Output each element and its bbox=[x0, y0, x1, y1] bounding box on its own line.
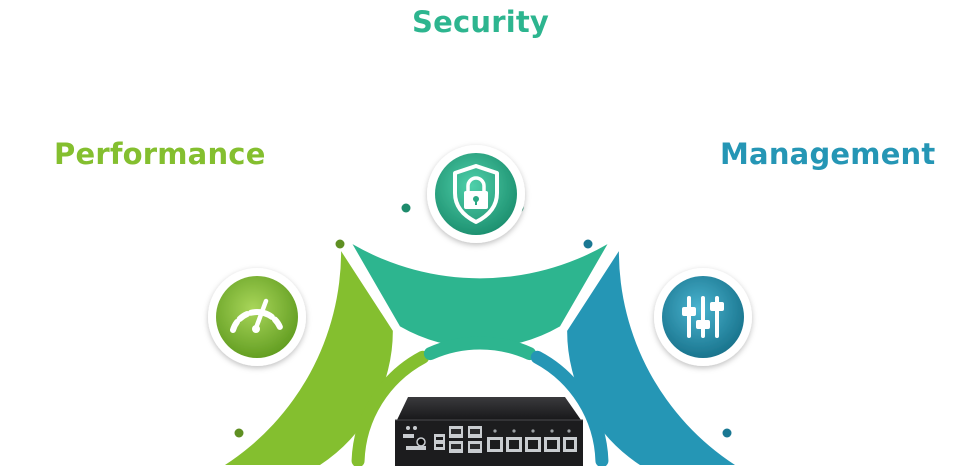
speedometer-icon bbox=[230, 298, 284, 333]
management-label: Management bbox=[720, 137, 936, 171]
performance-label: Performance bbox=[54, 137, 266, 171]
rivet bbox=[401, 203, 411, 213]
shield-lock-icon bbox=[453, 164, 499, 224]
performance-inner-band bbox=[351, 350, 430, 466]
management-inner-band bbox=[530, 350, 609, 466]
network-appliance-image bbox=[395, 397, 583, 466]
security-label: Security bbox=[412, 5, 549, 39]
performance-badge bbox=[208, 268, 306, 366]
performance-segment bbox=[225, 251, 393, 465]
rivet bbox=[722, 428, 732, 438]
rivet bbox=[583, 239, 593, 249]
management-segment bbox=[567, 251, 735, 465]
security-inner-band bbox=[423, 336, 537, 361]
sliders-icon bbox=[682, 296, 724, 338]
rivet bbox=[234, 428, 244, 438]
rivet bbox=[335, 239, 345, 249]
security-segment bbox=[352, 244, 608, 348]
